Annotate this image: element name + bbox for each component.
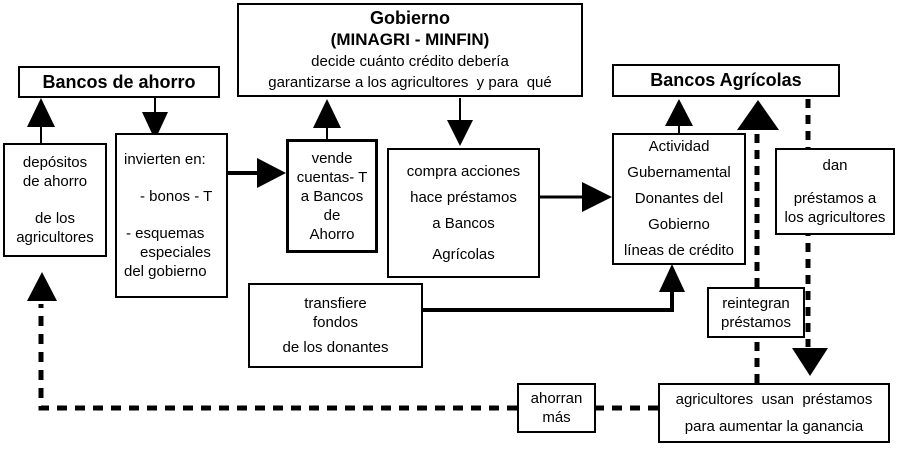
dashed-arrow-bancos-agricolas-to-agricultores	[792, 99, 828, 376]
box-bancos-agricolas: Bancos Agrícolas	[612, 64, 840, 97]
box-text-line: préstamos a	[793, 190, 877, 207]
box-text-line: los agricultores	[784, 209, 886, 226]
box-subtitle: (MINAGRI - MINFIN)	[330, 29, 490, 49]
box-text-line: Actividad	[648, 138, 710, 155]
box-bancos-de-ahorro: Bancos de ahorro	[18, 66, 220, 98]
box-text-line: Gobierno	[648, 216, 710, 233]
box-text-line: transfiere	[304, 295, 367, 312]
box-text-line: Donantes del	[634, 190, 724, 207]
box-text-line: de los	[34, 210, 76, 227]
box-title: Bancos de ahorro	[42, 71, 196, 92]
arrow-vende-to-gobierno	[313, 99, 341, 139]
box-text-line: de los donantes	[282, 339, 389, 356]
box-text-line: Ahorro	[309, 225, 355, 243]
box-ahorran-mas: ahorran más	[517, 383, 596, 433]
box-compra-acciones: compra acciones hace préstamos a Bancos …	[387, 148, 540, 278]
arrow-invierten-to-vende	[228, 158, 286, 188]
box-text-line: fondos	[312, 314, 359, 331]
box-text-line: a Bancos	[300, 187, 364, 205]
box-text-line: vende	[311, 149, 353, 167]
box-agricultores-usan-prestamos: agricultores usan préstamos para aumenta…	[658, 383, 890, 443]
dashed-arrow-agricultores-ahorran-to-depositos	[27, 272, 658, 411]
box-text-line: - esquemas	[126, 225, 205, 242]
arrow-depositos-to-bancos-ahorro	[27, 98, 55, 143]
arrow-actividad-to-bancos-agricolas	[665, 99, 693, 133]
box-text-line: dan	[822, 157, 848, 174]
box-invierten-en: invierten en: - bonos - T - esquemas esp…	[115, 133, 228, 298]
box-text-line: Agrícolas	[432, 245, 495, 263]
box-reintegran-prestamos: reintegran préstamos	[707, 287, 805, 338]
box-text-line: - bonos - T	[140, 188, 213, 205]
box-text-line: reintegran	[722, 294, 790, 312]
box-title: Gobierno	[370, 7, 450, 28]
dashed-arrow-agricultores-to-bancos-agricolas	[737, 100, 779, 383]
box-text-line: ahorran	[530, 390, 583, 407]
box-actividad-gubernamental: Actividad Gubernamental Donantes del Gob…	[612, 133, 746, 265]
box-gobierno-minagri-minfin: Gobierno (MINAGRI - MINFIN) decide cuánt…	[237, 3, 583, 97]
box-depositos-de-ahorro: depósitos de ahorro de los agricultores	[3, 143, 107, 257]
box-text-line: depósitos	[22, 154, 88, 171]
box-text-line: especiales	[140, 244, 211, 261]
arrow-transfiere-to-actividad	[423, 264, 685, 312]
box-text-line: hace préstamos	[410, 188, 517, 206]
box-dan-prestamos: dan préstamos a los agricultores	[775, 148, 895, 235]
box-text-line: cuentas- T	[296, 168, 368, 186]
box-text-line: para aumentar la ganancia	[684, 418, 864, 435]
box-text-line: préstamos	[720, 313, 792, 331]
arrow-bancos-ahorro-to-invierten	[142, 98, 168, 140]
arrow-gobierno-to-compra	[447, 98, 473, 146]
box-text-line: más	[542, 409, 571, 426]
box-text-line: líneas de crédito	[623, 242, 735, 259]
arrow-compra-to-actividad	[540, 182, 612, 212]
box-text-line: garantizarse a los agricultores y para q…	[268, 73, 552, 91]
box-title: Bancos Agrícolas	[650, 70, 802, 90]
box-vende-cuentas-t: vende cuentas- T a Bancos de Ahorro	[286, 139, 378, 253]
box-text-line: agricultores	[16, 229, 94, 246]
box-text-line: de ahorro	[22, 173, 88, 190]
box-text-line: de	[323, 206, 341, 224]
box-text-line: agricultores usan préstamos	[675, 391, 873, 408]
box-text-line: invierten en:	[124, 151, 206, 168]
box-text-line: Gubernamental	[627, 164, 731, 181]
box-text-line: del gobierno	[124, 263, 207, 280]
box-transfiere-fondos: transfiere fondos de los donantes	[248, 283, 423, 368]
box-text-line: decide cuánto crédito debería	[311, 52, 509, 70]
box-text-line: compra acciones	[406, 162, 521, 180]
box-text-line: a Bancos	[432, 214, 495, 232]
